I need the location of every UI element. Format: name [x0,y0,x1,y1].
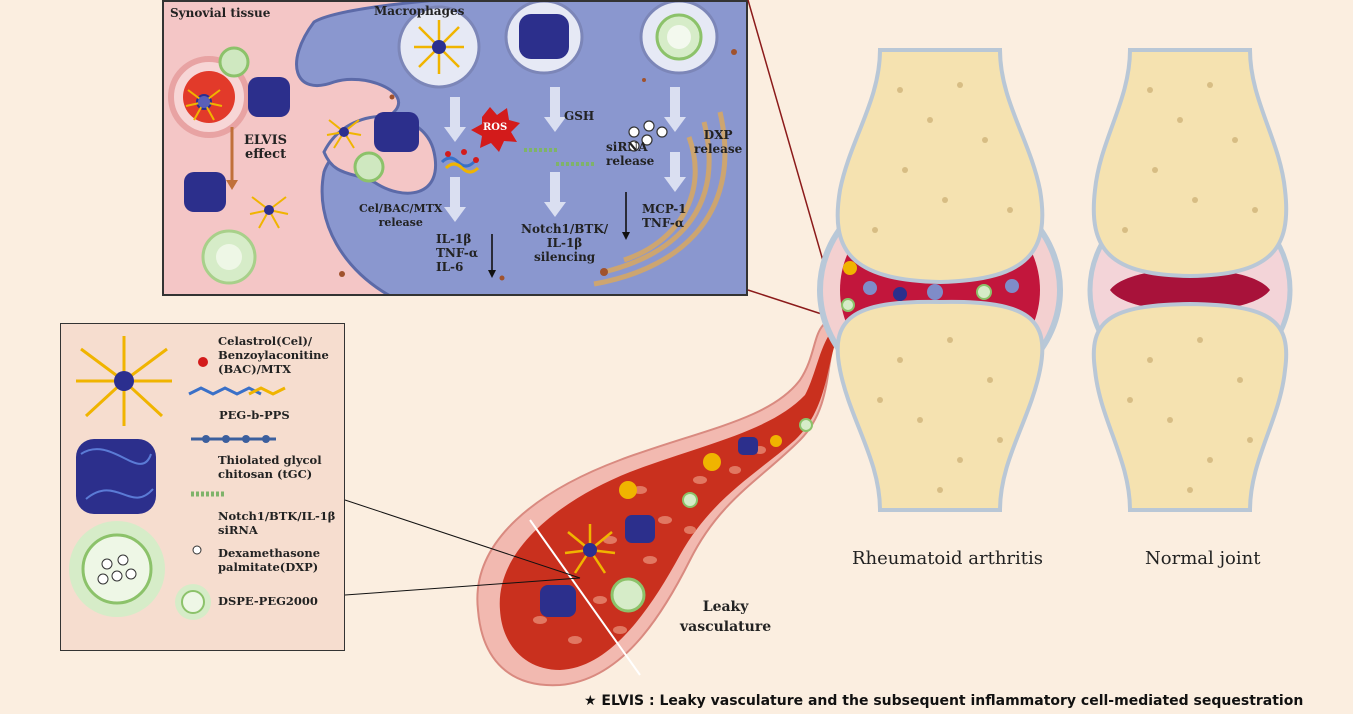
legend-item-dxp: Dexamethasone palmitate(DXP) [218,546,321,574]
legend-item-sirna: Notch1/BTK/IL-1β siRNA [218,509,336,537]
legend-item-drugs: Celastrol(Cel)/ Benzoylaconitine (BAC)/M… [218,334,329,376]
leaky-vasculature-label: Leaky vasculature [680,599,772,635]
legend-icons [69,336,286,620]
legend-item-tgc: Thiolated glycol chitosan (tGC) [218,453,322,481]
dxp-release-label: DXP release [694,128,743,156]
normal-joint-label: Normal joint [1145,548,1261,569]
ros-label: ROS [483,122,508,133]
macrophages-label: Macrophages [374,4,465,18]
legend-item-dspe: DSPE-PEG2000 [218,594,318,608]
elvis-effect-label: ELVIS effect [244,133,288,162]
mechanism-illustration [164,2,746,294]
silencing-label: Notch1/BTK/ IL-1β silencing [521,222,609,264]
mechanism-panel: Synovial tissue Macrophages ELVIS effect… [162,0,748,296]
legend-item-peg-pps: PEG-b-PPS [219,408,290,422]
elvis-footnote: ★ ELVIS : Leaky vasculature and the subs… [584,693,1304,709]
vesicle-micelle [397,5,481,89]
cytokines-right-label: MCP-1 TNF-α [642,202,687,230]
ra-label: Rheumatoid arthritis [852,548,1044,569]
drug-release-label: Cel/BAC/MTX release [359,202,443,229]
vesicle-dspe [639,2,719,75]
normal-joint [1087,48,1293,512]
sirna-release-label: siRNA release [606,140,655,168]
synovial-tissue-label: Synovial tissue [170,6,271,20]
legend-panel: Celastrol(Cel)/ Benzoylaconitine (BAC)/M… [60,323,345,651]
vesicle-tgc [504,2,584,75]
ra-joint [817,48,1063,512]
micelle-icon [185,89,223,121]
gsh-label: GSH [564,109,595,123]
cytokines-left-label: IL-1β TNF-α IL-6 [436,232,479,274]
